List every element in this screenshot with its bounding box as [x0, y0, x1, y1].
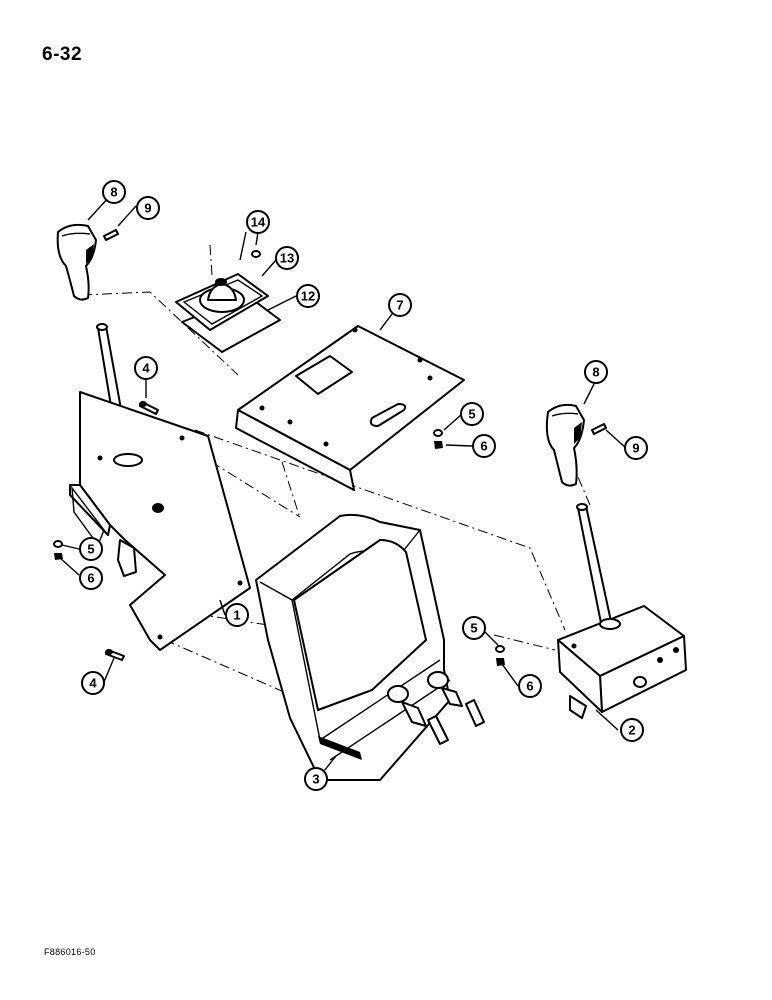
callout-3: 3	[304, 767, 328, 791]
callout-9-left: 9	[136, 196, 160, 220]
svg-text:8: 8	[592, 365, 599, 380]
callout-1: 1	[225, 603, 249, 627]
svg-text:13: 13	[280, 251, 294, 266]
set-screw-right	[591, 423, 607, 435]
svg-text:2: 2	[628, 723, 635, 738]
knob-left	[56, 223, 97, 301]
boot-assembly	[175, 250, 281, 353]
callout-5-left: 5	[79, 537, 103, 561]
callout-8-right: 8	[584, 360, 608, 384]
svg-text:9: 9	[144, 201, 151, 216]
svg-text:9: 9	[632, 441, 639, 456]
svg-text:12: 12	[301, 289, 315, 304]
svg-text:5: 5	[87, 542, 94, 557]
callout-4-lower: 4	[81, 671, 105, 695]
callout-6-middle: 6	[472, 434, 496, 458]
callout-2: 2	[620, 718, 644, 742]
callout-8-left: 8	[102, 180, 126, 204]
callout-5-right: 5	[462, 616, 486, 640]
washer-nut-right	[495, 645, 505, 666]
callout-5-middle: 5	[460, 402, 484, 426]
callout-14: 14	[246, 210, 270, 234]
page-number: 6-32	[42, 44, 83, 65]
svg-text:8: 8	[110, 185, 117, 200]
bolt-upper-left	[139, 401, 159, 415]
svg-text:6: 6	[526, 679, 533, 694]
svg-text:7: 7	[396, 298, 403, 313]
svg-text:5: 5	[470, 621, 477, 636]
console-switches	[387, 671, 485, 745]
right-control-box	[557, 605, 687, 719]
set-screw-left	[103, 229, 119, 241]
callout-12: 12	[296, 284, 320, 308]
callout-4-upper: 4	[134, 356, 158, 380]
callout-13: 13	[275, 246, 299, 270]
callout-7: 7	[388, 293, 412, 317]
lever-rod-right	[576, 503, 613, 629]
svg-text:4: 4	[89, 676, 97, 691]
svg-text:6: 6	[87, 571, 94, 586]
callout-9-right: 9	[624, 436, 648, 460]
svg-text:5: 5	[468, 407, 475, 422]
left-bracket	[69, 391, 251, 651]
knob-right	[545, 403, 585, 487]
svg-text:4: 4	[142, 361, 150, 376]
svg-text:6: 6	[480, 439, 487, 454]
bolt-lower-left	[105, 649, 125, 661]
svg-text:14: 14	[251, 215, 266, 230]
top-plate	[235, 325, 465, 491]
console-housing	[255, 513, 451, 781]
svg-text:1: 1	[233, 608, 240, 623]
callout-6-right: 6	[518, 674, 542, 698]
washer-nut-middle	[433, 429, 443, 449]
figure-id: F886016-50	[44, 947, 96, 957]
callout-6-left: 6	[79, 566, 103, 590]
washer-nut-left	[53, 540, 63, 560]
svg-text:3: 3	[312, 772, 319, 787]
